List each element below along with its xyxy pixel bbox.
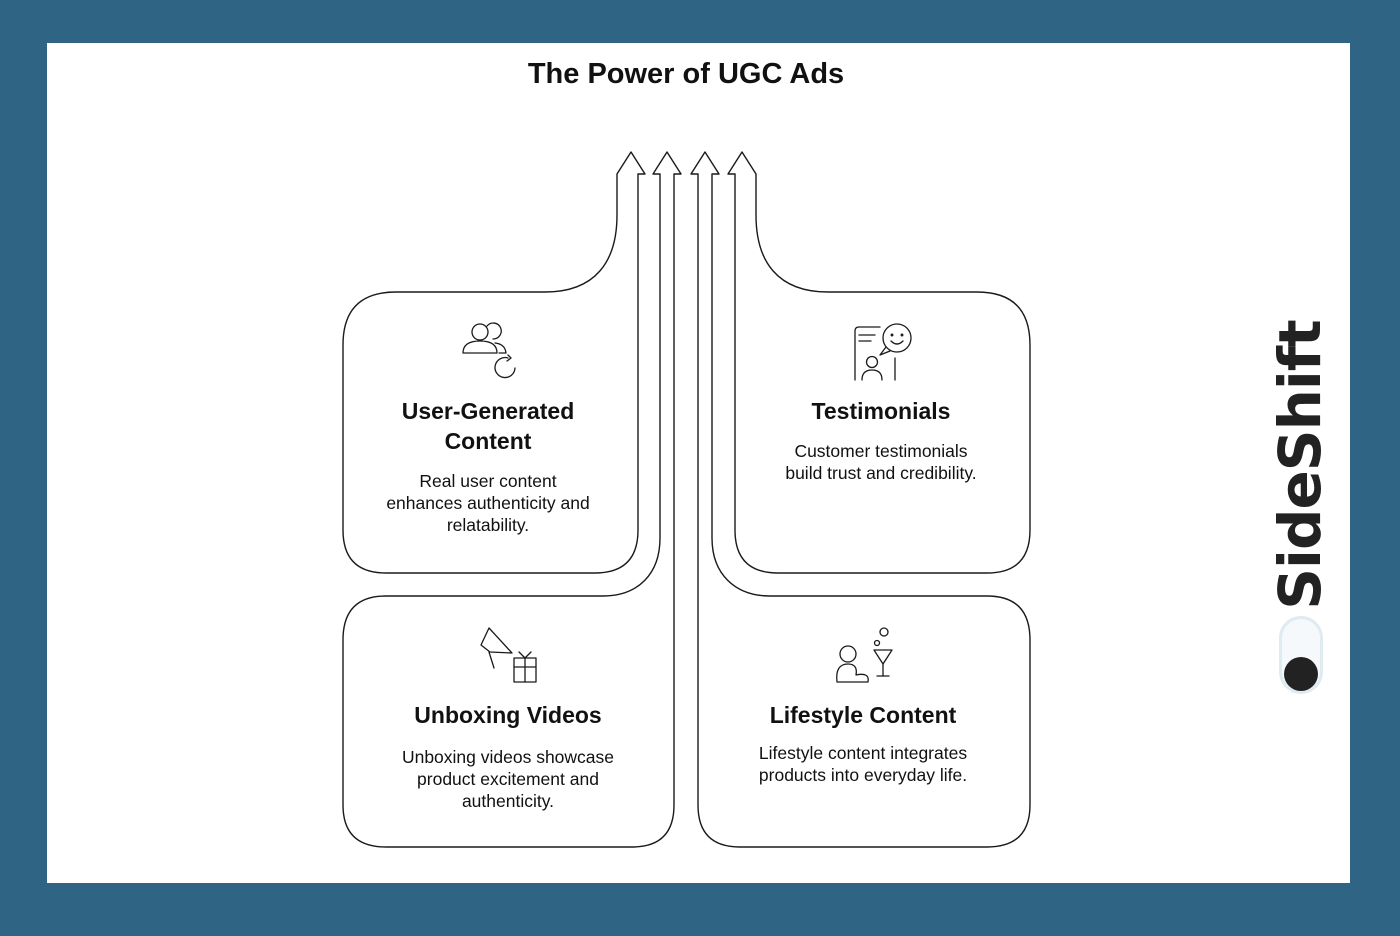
card-title: Lifestyle Content xyxy=(698,700,1028,730)
card-title-line: Lifestyle Content xyxy=(769,702,957,728)
card-desc-line: product excitement and xyxy=(417,769,599,789)
card-desc-line: Real user content xyxy=(419,471,557,491)
card-outline-testimonials xyxy=(727,151,1031,574)
megaphone-gift-icon xyxy=(480,627,537,683)
card-title: Testimonials xyxy=(735,396,1027,426)
card-user-generated-content: User-Generated Content Real user content… xyxy=(343,396,633,536)
card-title-line: Unboxing Videos xyxy=(414,702,602,728)
card-title-line: User-Generated xyxy=(401,398,575,424)
diagram-title: The Power of UGC Ads xyxy=(527,58,845,90)
card-unboxing-videos: Unboxing Videos Unboxing videos showcase… xyxy=(343,700,673,812)
brand-wordmark: SideShift xyxy=(1266,320,1334,610)
card-description: Lifestyle content integrates products in… xyxy=(698,742,1028,786)
person-cocktail-icon xyxy=(836,627,893,683)
card-desc-line: products into everyday life. xyxy=(758,765,968,785)
card-desc-line: Lifestyle content integrates xyxy=(758,743,968,763)
card-title: User-Generated Content xyxy=(343,396,633,456)
card-desc-line: Unboxing videos showcase xyxy=(401,747,615,767)
card-outline-unboxing-videos xyxy=(342,151,682,848)
card-lifestyle-content: Lifestyle Content Lifestyle content inte… xyxy=(698,700,1028,786)
card-description: Real user content enhances authenticity … xyxy=(343,470,633,536)
card-title-line: Testimonials xyxy=(811,398,951,424)
card-title: Unboxing Videos xyxy=(343,700,673,730)
toggle-switch-icon xyxy=(1279,616,1323,694)
card-desc-line: authenticity. xyxy=(461,791,555,811)
card-outline-user-generated-content xyxy=(342,151,646,574)
card-desc-line: relatability. xyxy=(446,515,530,535)
card-outline-lifestyle-content xyxy=(690,151,1031,848)
card-desc-line: Customer testimonials xyxy=(794,441,968,461)
card-testimonials: Testimonials Customer testimonials build… xyxy=(735,396,1027,484)
card-description: Unboxing videos showcase product excitem… xyxy=(343,746,673,812)
card-title-line: Content xyxy=(444,428,532,454)
testimonial-chat-icon xyxy=(854,323,912,381)
card-description: Customer testimonials build trust and cr… xyxy=(735,440,1027,484)
card-desc-line: build trust and credibility. xyxy=(785,463,977,483)
card-desc-line: enhances authenticity and xyxy=(386,493,590,513)
users-refresh-icon xyxy=(462,322,516,379)
